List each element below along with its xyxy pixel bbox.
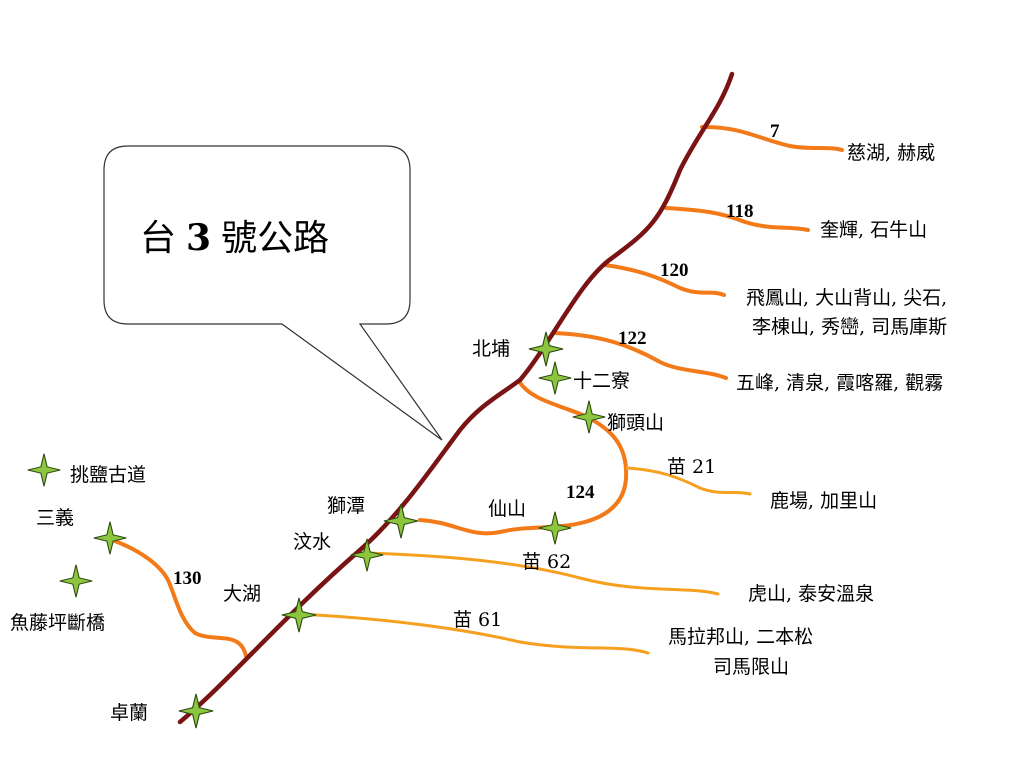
route-7-line	[700, 124, 844, 152]
place-malabang-line1: 馬拉邦山, 二本松	[668, 626, 813, 648]
legend-star-icon	[27, 453, 61, 487]
place-sanyi: 三義	[36, 507, 74, 529]
route-130-line	[110, 538, 248, 658]
place-cihu: 慈湖, 赫威	[847, 142, 935, 164]
route-number-124: 124	[566, 482, 595, 503]
shitan-star-icon	[383, 503, 419, 539]
spur-roads-minor	[296, 466, 752, 655]
place-hushan: 虎山, 泰安溫泉	[748, 583, 874, 605]
place-shitoushan: 獅頭山	[607, 412, 664, 434]
callout-shape	[103, 145, 443, 441]
route-number-120: 120	[660, 260, 689, 281]
route-number-118: 118	[726, 201, 753, 222]
legend-label: 挑鹽古道	[70, 464, 146, 486]
route-number-130: 130	[173, 568, 202, 589]
route-124-line	[418, 379, 629, 536]
place-malabang-line2: 司馬限山	[713, 656, 789, 678]
route-number-miao21: 苗 21	[667, 456, 716, 478]
route-122-line	[553, 331, 728, 380]
shiercao-star-icon	[538, 361, 572, 395]
place-feifeng-line1: 飛鳳山, 大山背山, 尖石,	[746, 287, 947, 309]
place-wenshui: 汶水	[293, 531, 331, 553]
place-shiercao: 十二寮	[573, 370, 630, 392]
spur-roads-major	[110, 124, 844, 658]
miao62-line	[365, 551, 720, 596]
sanyi-star-icon	[93, 521, 127, 555]
route-118-line	[664, 206, 810, 232]
place-kueihui: 奎輝, 石牛山	[820, 219, 927, 241]
miao21-line	[625, 466, 752, 496]
place-xianshan: 仙山	[488, 498, 526, 520]
miao61-line	[296, 612, 650, 655]
place-luchang: 鹿場, 加里山	[770, 490, 877, 512]
place-beipu: 北埔	[472, 338, 510, 360]
route-number-7: 7	[770, 121, 780, 142]
yutengping-star-icon	[59, 564, 93, 598]
place-feifeng-line2: 李棟山, 秀巒, 司馬庫斯	[752, 316, 947, 338]
place-shitan: 獅潭	[327, 495, 365, 517]
place-wufeng: 五峰, 清泉, 霞喀羅, 觀霧	[736, 372, 943, 394]
route-number-miao62: 苗 62	[522, 551, 571, 573]
wenshui-star-icon	[350, 538, 384, 572]
dahu-star-icon	[281, 597, 317, 633]
route-number-122: 122	[618, 328, 647, 349]
place-dahu: 大湖	[223, 583, 261, 605]
shitoushan-star-icon	[572, 400, 606, 434]
place-zhuolan: 卓蘭	[110, 702, 148, 724]
place-yutengping: 魚藤坪斷橋	[10, 612, 105, 634]
xianshan-star-icon	[538, 511, 572, 545]
route-120-line	[603, 263, 726, 297]
highway-3-line	[177, 71, 735, 725]
route-number-miao61: 苗 61	[453, 609, 502, 631]
